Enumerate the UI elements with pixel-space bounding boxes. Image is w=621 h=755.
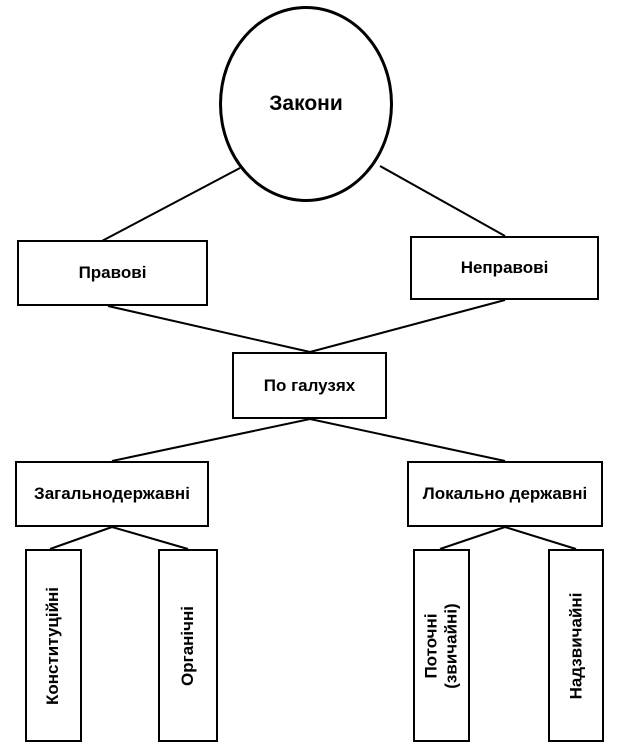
edge-nepravovi-middle	[309, 299, 506, 353]
potochni-label: Поточні (звичайні)	[422, 603, 462, 688]
node-orhanichni: Органічні	[158, 549, 218, 742]
node-pravovi: Правові	[17, 240, 208, 306]
edge-root-pravovi	[99, 167, 241, 243]
edge-middle-lokalno	[309, 418, 506, 462]
edge-zagalno-organ	[111, 526, 189, 550]
po-haluziakh-label: По галузях	[263, 375, 356, 395]
node-zahalnoderzhavni: Загальнодержавні	[15, 461, 209, 527]
pravovi-label: Правові	[78, 263, 147, 282]
node-nepravovi: Неправові	[410, 236, 599, 300]
edge-lokalno-nadzv	[504, 526, 577, 550]
node-konstytutsiini: Конституційні	[25, 549, 82, 742]
edge-lokalno-potochni	[439, 526, 506, 550]
node-lokalno-derzhavni: Локально державні	[407, 461, 603, 527]
edge-pravovi-middle	[107, 305, 311, 353]
edge-zagalno-konst	[49, 526, 113, 550]
potochni-line1: Поточні	[421, 612, 441, 679]
root-label: Закони	[269, 92, 343, 115]
edge-middle-zagalno	[111, 418, 311, 462]
node-nadzvychaini: Надзвичайні	[548, 549, 604, 742]
node-po-haluziakh: По галузях	[232, 352, 387, 419]
node-potochni: Поточні (звичайні)	[413, 549, 470, 742]
orhanichni-label: Органічні	[178, 605, 197, 686]
root-node-zakony: Закони	[219, 6, 393, 202]
konstytutsiini-label: Конституційні	[43, 586, 63, 705]
lokalno-derzhavni-label: Локально державні	[422, 484, 588, 503]
nepravovi-label: Неправові	[460, 258, 549, 277]
nadzvychaini-label: Надзвичайні	[566, 592, 586, 699]
potochni-line2: (звичайні)	[441, 602, 461, 689]
edge-root-nepravovi	[379, 165, 506, 237]
zahalnoderzhavni-label: Загальнодержавні	[34, 484, 190, 503]
